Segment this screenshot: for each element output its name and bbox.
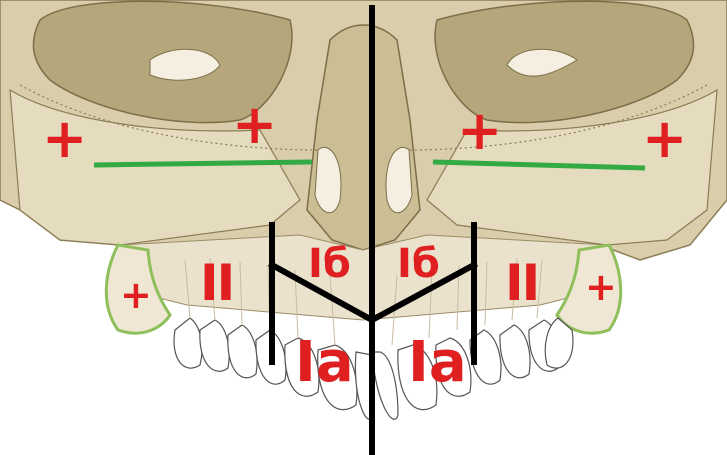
- zone-ib-left: Iб: [308, 244, 351, 284]
- plus-bottom-right: +: [585, 268, 617, 306]
- left-green-line: [94, 162, 312, 165]
- plus-bottom-left: +: [120, 276, 152, 314]
- zone-ia-right: Ia: [408, 335, 467, 391]
- zone-ia-left: Ia: [295, 335, 354, 391]
- plus-top-left-outer: +: [42, 112, 87, 166]
- zone-ib-right: Iб: [397, 244, 440, 284]
- plus-top-left-inner: +: [232, 98, 277, 152]
- zone-ii-right: II: [505, 258, 538, 308]
- plus-top-right-outer: +: [642, 112, 687, 166]
- zone-ii-left: II: [200, 258, 233, 308]
- plus-top-right-inner: +: [457, 104, 502, 158]
